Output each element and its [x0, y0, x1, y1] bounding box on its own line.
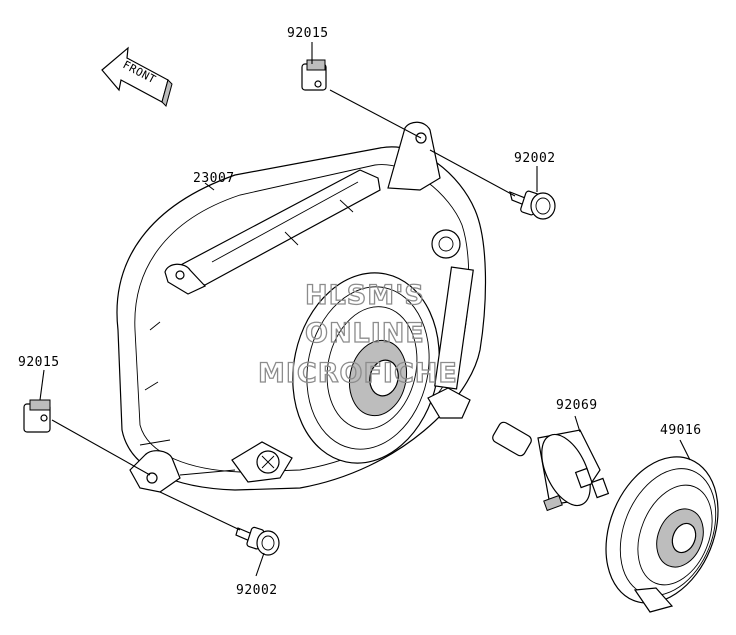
clip-nut-92015-top: [301, 59, 327, 91]
watermark: HLSM'S ONLINE MICROFICHE: [257, 279, 458, 389]
front-direction-arrow-icon: FRONT: [101, 46, 173, 107]
callout-23007: 23007: [193, 171, 235, 186]
leader-lines: [39, 42, 691, 577]
watermark-line3: MICROFICHE: [258, 358, 458, 389]
clip-nut-92015-left: [23, 399, 51, 433]
headlight-housing-23007: [116, 121, 487, 493]
watermark-line2: ONLINE: [305, 318, 425, 349]
bolt-92002-top: [509, 190, 556, 220]
callout-92002-bottom: 92002: [236, 583, 278, 598]
callout-49016: 49016: [660, 423, 702, 438]
callout-92015-top: 92015: [287, 26, 329, 41]
callout-92015-left: 92015: [18, 355, 60, 370]
bolt-92002-bottom: [235, 526, 280, 556]
callout-92002-top: 92002: [514, 151, 556, 166]
rubber-boot-49016: [605, 456, 719, 613]
bulb-92069: [492, 421, 610, 512]
callout-92069: 92069: [556, 398, 598, 413]
watermark-line1: HLSM'S: [305, 280, 425, 311]
